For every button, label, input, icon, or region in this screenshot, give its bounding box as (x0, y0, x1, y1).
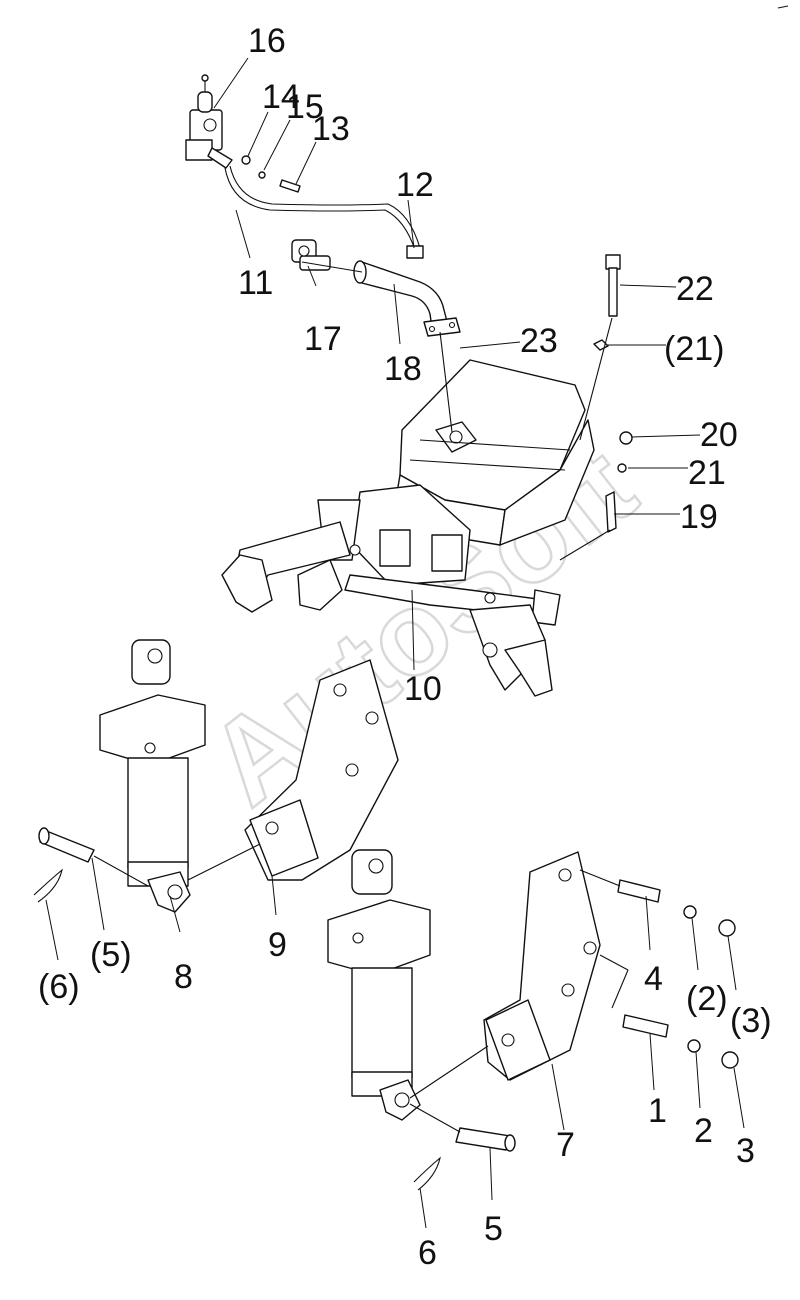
bracket-9 (244, 659, 399, 881)
split-pin-6-lower (413, 1156, 441, 1191)
callout-16: 16 (248, 22, 286, 60)
callout-21-bracketed: (21) (664, 330, 724, 368)
callout-9: 9 (268, 926, 287, 964)
callout-4: 4 (644, 960, 663, 998)
callout-20: 20 (700, 416, 738, 454)
bolt-22 (605, 254, 621, 317)
callout-6-bracketed: (6) (38, 968, 80, 1006)
corner-mark (777, 5, 789, 9)
nut-20 (619, 431, 633, 445)
lift-cylinder-right (327, 849, 431, 1121)
stud-1 (622, 1014, 669, 1038)
pin-5-upper (38, 827, 95, 863)
callout-5-bracketed: (5) (90, 936, 132, 974)
callout-8: 8 (174, 958, 193, 996)
callout-18: 18 (384, 350, 422, 388)
washer-2-upper (683, 905, 697, 919)
callout-19: 19 (680, 498, 718, 536)
callout-14: 14 (262, 78, 300, 116)
callout-11: 11 (238, 264, 273, 302)
split-pin-6-upper (33, 868, 63, 903)
lift-cylinder-8 (99, 639, 206, 913)
stud-19 (605, 491, 617, 533)
lift-housing-10 (221, 359, 595, 697)
callout-7: 7 (556, 1126, 575, 1164)
stud-4 (617, 879, 661, 903)
breather-17 (291, 239, 331, 271)
washer-21 (617, 463, 627, 473)
callout-5: 5 (484, 1210, 503, 1248)
hose-11 (224, 165, 424, 259)
pin-5-lower (455, 1127, 516, 1152)
callout-3: 3 (736, 1132, 755, 1170)
fittings-13-15 (241, 155, 301, 193)
assembly-lines (93, 261, 629, 1133)
callout-2: 2 (694, 1112, 713, 1150)
callout-labels: 16 14 15 13 12 11 17 18 22 23 (21) 20 21… (38, 22, 772, 1272)
callout-17: 17 (304, 320, 342, 358)
nut-3-lower (721, 1051, 739, 1069)
pipe-18 (353, 260, 461, 337)
callout-2-bracketed: (2) (686, 980, 728, 1018)
callout-21: 21 (688, 454, 726, 492)
washer-2-lower (687, 1039, 701, 1053)
valve-16 (185, 74, 233, 169)
nut-3-upper (718, 919, 736, 937)
bracket-7 (483, 851, 601, 1081)
leader-lines (45, 57, 745, 1229)
callout-6: 6 (418, 1234, 437, 1272)
callout-12: 12 (396, 166, 434, 204)
callout-13: 13 (312, 110, 350, 148)
callout-22: 22 (676, 270, 714, 308)
callout-1: 1 (648, 1092, 667, 1130)
callout-15: 15 (286, 88, 324, 126)
callout-10: 10 (404, 670, 442, 708)
callout-23: 23 (520, 322, 558, 360)
callout-3-bracketed: (3) (730, 1002, 772, 1040)
